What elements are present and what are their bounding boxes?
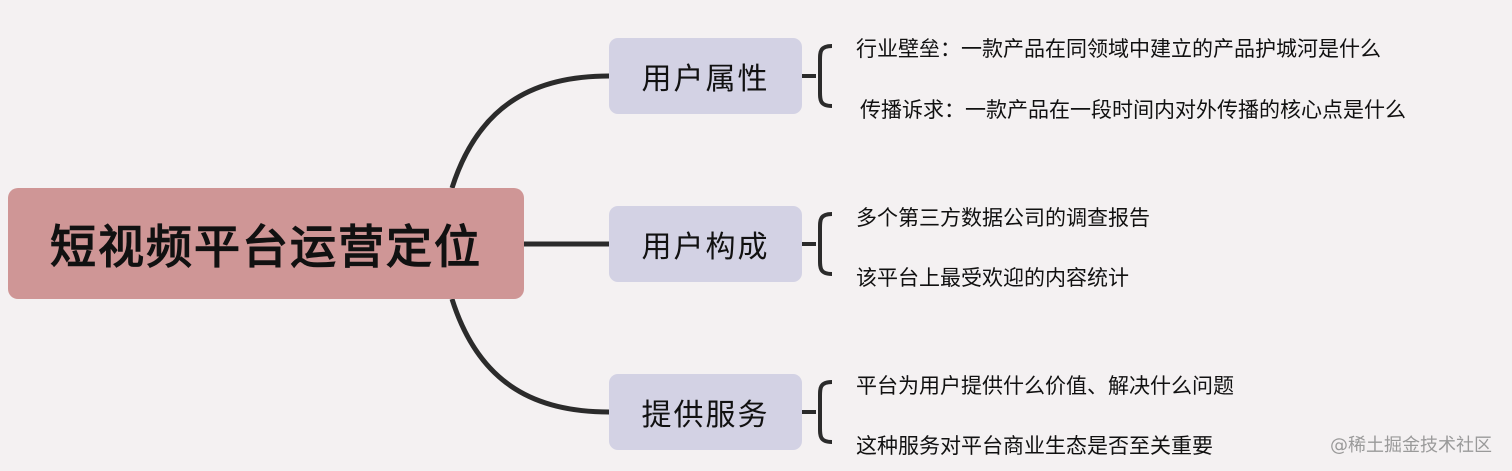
connector-root-to-branch-3	[449, 298, 610, 415]
branch-node-user-composition: 用户构成	[609, 206, 802, 282]
connector-branch-3-leaves	[802, 380, 833, 444]
connector-branch-2-leaves	[802, 212, 833, 276]
leaf-business-ecosystem: 这种服务对平台商业生态是否至关重要	[856, 434, 1213, 458]
leaf-third-party-reports: 多个第三方数据公司的调查报告	[856, 206, 1150, 230]
watermark: @稀土掘金技术社区	[1330, 435, 1492, 456]
leaf-industry-barrier: 行业壁垒：一款产品在同领域中建立的产品护城河是什么	[856, 37, 1381, 61]
leaf-communication-appeal: 传播诉求：一款产品在一段时间内对外传播的核心点是什么	[860, 98, 1406, 122]
connector-root-to-branch-1	[449, 73, 610, 189]
leaf-popular-content-stats: 该平台上最受欢迎的内容统计	[856, 266, 1129, 290]
leaf-platform-value: 平台为用户提供什么价值、解决什么问题	[856, 374, 1234, 398]
branch-node-services: 提供服务	[609, 374, 802, 450]
branch-node-user-attributes: 用户属性	[609, 38, 802, 114]
root-node: 短视频平台运营定位	[8, 188, 524, 299]
connector-branch-1-leaves	[802, 44, 833, 108]
